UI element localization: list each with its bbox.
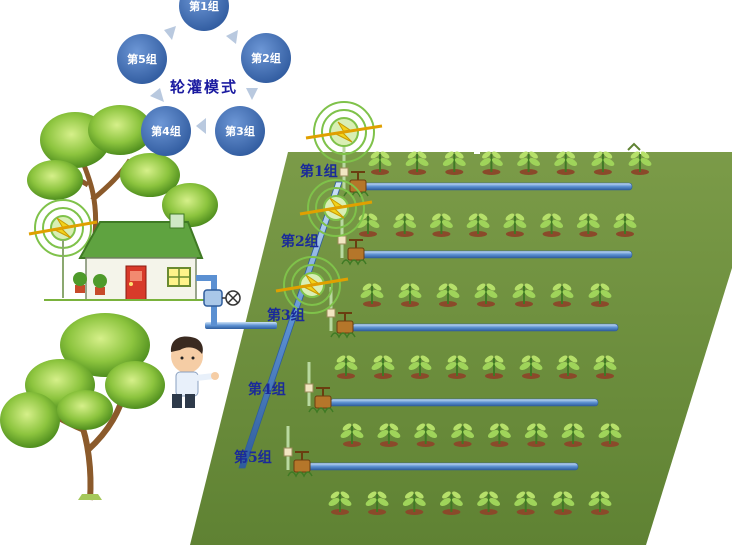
crop-plant — [628, 151, 652, 175]
crop-plant — [554, 151, 578, 175]
crop-plant — [517, 151, 541, 175]
crop-plant — [334, 355, 358, 379]
crop-plants — [328, 151, 652, 515]
field-group-label-4: 第4组 — [248, 381, 286, 398]
crop-plant — [561, 423, 585, 447]
tree-top-left — [27, 105, 218, 236]
cycle-node-label-4: 第4组 — [151, 124, 181, 138]
crop-plant — [340, 423, 364, 447]
crop-plant — [393, 213, 417, 237]
cycle-node-3: 第3组 — [215, 106, 265, 156]
cycle-node-label-5: 第5组 — [127, 52, 157, 66]
field-group-label-1: 第1组 — [300, 163, 338, 180]
cycle-node-2: 第2组 — [241, 33, 291, 83]
crop-plant — [414, 423, 438, 447]
field-group-label-5: 第5组 — [234, 449, 272, 466]
crop-plant — [540, 213, 564, 237]
valve-4 — [304, 362, 334, 414]
crop-plant — [442, 151, 466, 175]
crop-plant — [576, 213, 600, 237]
crop-plant — [519, 355, 543, 379]
field — [190, 142, 732, 545]
cycle-node-5: 第5组 — [117, 34, 167, 84]
crop-plant — [550, 283, 574, 307]
cycle-node-label-3: 第3组 — [225, 124, 255, 138]
valve-3 — [326, 287, 356, 339]
crop-plant — [551, 491, 575, 515]
crop-plant — [487, 423, 511, 447]
crop-plant — [482, 355, 506, 379]
crop-plant — [365, 491, 389, 515]
cycle-node-1: 第1组 — [179, 0, 229, 31]
crop-plant — [512, 283, 536, 307]
field-group-labels: 第1组 第2组 第3组 第4组 第5组 — [234, 163, 338, 466]
crop-plant — [514, 491, 538, 515]
crop-plant — [591, 151, 615, 175]
field-group-label-2: 第2组 — [281, 233, 319, 250]
cycle-node-label-2: 第2组 — [251, 51, 281, 65]
crop-plant — [474, 283, 498, 307]
crop-plant — [436, 283, 460, 307]
crop-plant — [556, 355, 580, 379]
crop-plant — [408, 355, 432, 379]
crop-plant — [593, 355, 617, 379]
valve-5 — [283, 426, 313, 478]
crop-plant — [356, 213, 380, 237]
cycle-node-label-1: 第1组 — [189, 0, 219, 13]
crop-plant — [398, 283, 422, 307]
farmer-figure — [170, 336, 219, 408]
crop-plant — [613, 213, 637, 237]
crop-plant — [439, 491, 463, 515]
crop-plant — [451, 423, 475, 447]
crop-plant — [405, 151, 429, 175]
crop-plant — [479, 151, 503, 175]
crop-plant — [503, 213, 527, 237]
rotation-mode-title: 轮灌模式 — [170, 78, 238, 96]
crop-plant — [598, 423, 622, 447]
field-group-label-3: 第3组 — [267, 307, 305, 324]
crop-plant — [328, 491, 352, 515]
wireless-signal-icon — [299, 179, 373, 237]
crop-plant — [466, 213, 490, 237]
crop-plant — [429, 213, 453, 237]
tree-bottom-left — [0, 313, 165, 501]
crop-plant — [371, 355, 395, 379]
rotation-cycle: 第1组 第2组 第3组 第4组 第5组 轮灌模式 — [117, 0, 291, 156]
main-pipe — [205, 181, 343, 469]
crop-plant — [402, 491, 426, 515]
valves — [283, 146, 369, 478]
cycle-arrows — [150, 26, 258, 134]
crop-plant — [377, 423, 401, 447]
wireless-signal-icon — [28, 199, 98, 298]
crop-plant — [588, 491, 612, 515]
wireless-signal-icon — [275, 256, 349, 314]
crop-plant — [477, 491, 501, 515]
crop-plant — [588, 283, 612, 307]
crop-plant — [524, 423, 548, 447]
crop-plant — [445, 355, 469, 379]
crop-plant — [360, 283, 384, 307]
pump-house — [28, 199, 241, 326]
cycle-node-4: 第4组 — [141, 106, 191, 156]
crop-plant — [368, 151, 392, 175]
wireless-signal-icon — [305, 101, 383, 163]
